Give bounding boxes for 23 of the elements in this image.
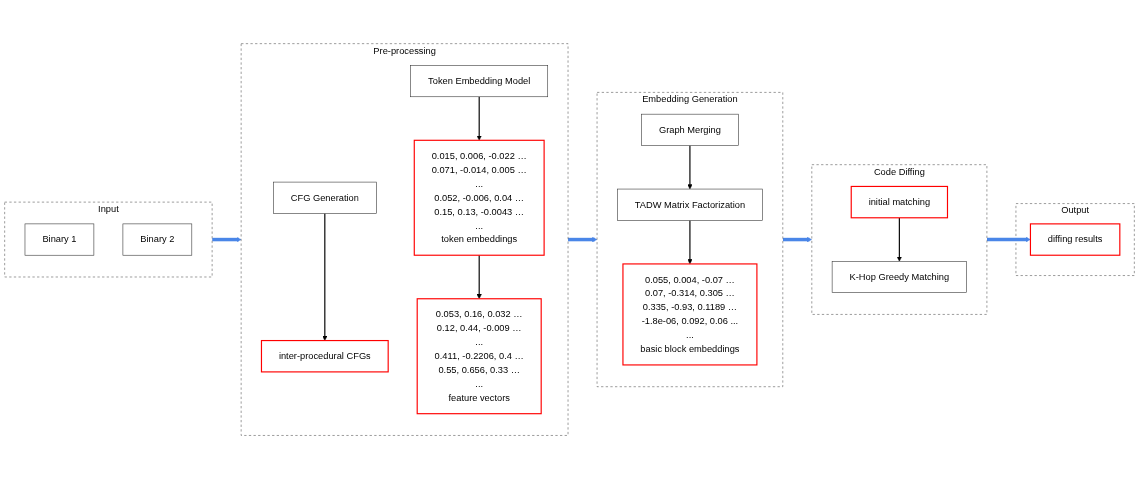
node-box: Graph Merging <box>641 113 739 146</box>
node-box: diffing results <box>1029 223 1121 256</box>
node-box: CFG Generation <box>273 181 377 214</box>
arrow <box>986 236 1031 243</box>
node-box: Binary 1 <box>24 223 95 256</box>
arrow <box>687 144 693 190</box>
node-box: K-Hop Greedy Matching <box>831 260 967 293</box>
arrow <box>322 212 328 341</box>
arrow <box>896 217 902 262</box>
node-box: 0.055, 0.004, -0.07 … 0.07, -0.314, 0.305 … 0.335, -0.93, 0.1189 … -1.8e-06, 0.092, 0.06 ... ... basic block embeddings <box>622 263 758 366</box>
node-box: TADW Matrix Factorization <box>617 188 763 221</box>
node-box: 0.053, 0.16, 0.032 … 0.12, 0.44, -0.009 … ... 0.411, -0.2206, 0.4 … 0.55, 0.656, 0.33 … ... feature vectors <box>416 298 542 415</box>
arrow <box>687 219 693 265</box>
node-box: inter-procedural CFGs <box>260 339 389 373</box>
arrow <box>568 236 598 243</box>
node-box: 0.015, 0.006, -0.022 … 0.071, -0.014, 0.005 … ... 0.052, -0.006, 0.04 … 0.15, 0.13, -0.0043 … ... token embeddings <box>413 139 545 256</box>
arrow <box>782 236 813 243</box>
node-box: Token Embedding Model <box>410 65 548 97</box>
arrow <box>476 96 482 141</box>
node-box: Binary 2 <box>122 223 193 256</box>
arrow <box>476 254 482 299</box>
arrow <box>212 236 242 243</box>
node-box: initial matching <box>850 185 949 219</box>
